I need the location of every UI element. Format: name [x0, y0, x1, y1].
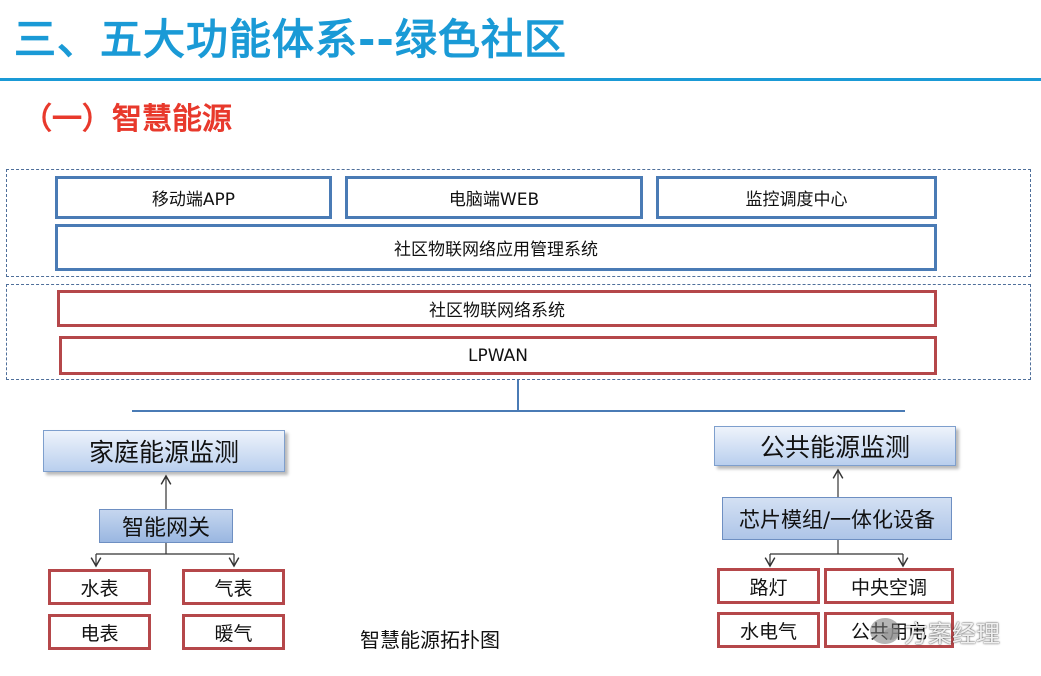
section-subtitle: （一）智慧能源: [22, 102, 232, 137]
title-underline: [0, 78, 1041, 81]
page-title: 三、五大功能体系--绿色社区: [14, 15, 567, 64]
mobile-app-box: 移动端APP: [55, 176, 332, 219]
heating-box: 暖气: [182, 614, 285, 650]
electric-meter-box: 电表: [48, 614, 151, 650]
street-light-box: 路灯: [717, 568, 820, 604]
watermark-text: 方案经理: [904, 619, 1000, 648]
iot-app-mgmt-box: 社区物联网络应用管理系统: [55, 224, 937, 271]
water-elec-gas-box: 水电气: [717, 612, 820, 648]
application-layer-group: [6, 169, 1031, 277]
web-box: 电脑端WEB: [345, 176, 643, 219]
chip-module-box: 芯片模组/一体化设备: [722, 497, 952, 540]
lpwan-box: LPWAN: [59, 336, 937, 375]
monitor-center-box: 监控调度中心: [656, 176, 937, 219]
home-energy-monitor-box: 家庭能源监测: [43, 430, 285, 472]
central-ac-box: 中央空调: [824, 568, 954, 604]
diagram-caption: 智慧能源拓扑图: [360, 628, 500, 652]
network-layer-group: [6, 284, 1031, 380]
gas-meter-box: 气表: [182, 569, 285, 605]
iot-network-box: 社区物联网络系统: [57, 290, 937, 327]
watermark: 方案经理: [870, 613, 1030, 649]
wechat-icon: [870, 618, 900, 644]
public-energy-monitor-box: 公共能源监测: [714, 426, 956, 466]
smart-gateway-box: 智能网关: [99, 509, 233, 543]
water-meter-box: 水表: [48, 569, 151, 605]
